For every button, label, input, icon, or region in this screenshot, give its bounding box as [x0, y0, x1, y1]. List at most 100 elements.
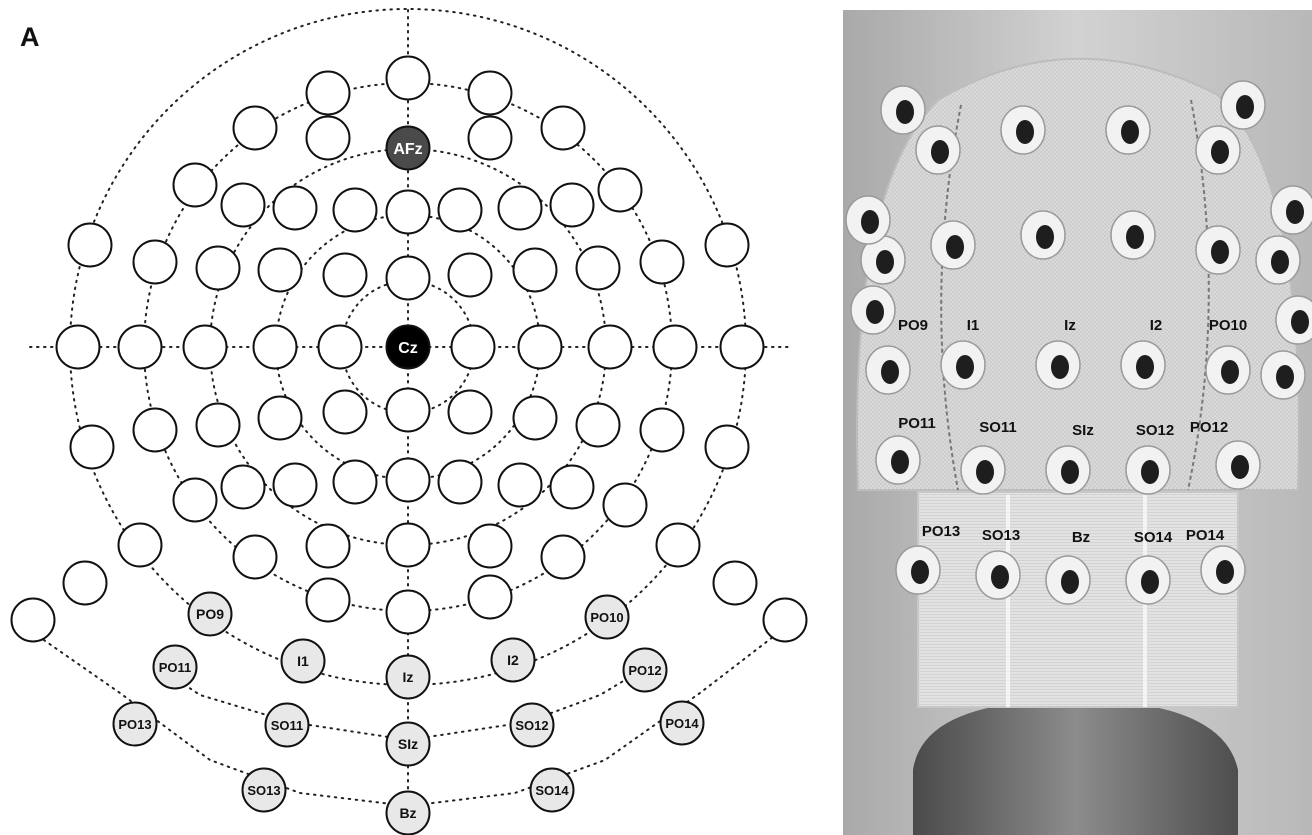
electrode-empty: [307, 525, 350, 568]
electrode-label-po12: PO12: [628, 663, 661, 678]
electrode-empty: [469, 576, 512, 619]
photo-label-iz: Iz: [1064, 317, 1076, 334]
electrode-holder-hole: [956, 355, 974, 379]
electrode-empty: [551, 466, 594, 509]
electrode-empty: [274, 464, 317, 507]
electrode-holder-hole: [861, 210, 879, 234]
electrode-holder-hole: [1061, 460, 1079, 484]
photo-label-po11: PO11: [898, 415, 936, 432]
electrode-empty: [134, 241, 177, 284]
electrode-holder-hole: [1291, 310, 1309, 334]
electrode-holder-hole: [1211, 140, 1229, 164]
electrode-label-siz: SIz: [398, 736, 418, 752]
electrode-empty: [706, 426, 749, 469]
electrode-empty: [69, 224, 112, 267]
electrode-empty: [764, 599, 807, 642]
electrode-label-so14: SO14: [535, 783, 569, 798]
electrode-empty: [307, 579, 350, 622]
electrode-empty: [577, 247, 620, 290]
electrode-empty: [599, 169, 642, 212]
electrode-empty: [334, 189, 377, 232]
electrode-empty: [71, 426, 114, 469]
electrode-empty: [439, 461, 482, 504]
electrode-empty: [714, 562, 757, 605]
electrode-empty: [469, 72, 512, 115]
electrode-empty: [657, 524, 700, 567]
electrode-label-i2: I2: [507, 652, 519, 668]
electrode-empty: [654, 326, 697, 369]
electrode-holder-hole: [946, 235, 964, 259]
electrode-holder-hole: [1236, 95, 1254, 119]
photo-label-so13: SO13: [982, 527, 1020, 544]
electrode-holder-hole: [1141, 570, 1159, 594]
electrode-label-so11: SO11: [271, 718, 304, 733]
electrode-empty: [234, 536, 277, 579]
electrode-empty: [469, 525, 512, 568]
electrode-holder-hole: [1216, 560, 1234, 584]
electrode-label-bz: Bz: [399, 805, 416, 821]
electrode-empty: [307, 117, 350, 160]
electrode-empty: [387, 257, 430, 300]
electrode-empty: [254, 326, 297, 369]
electrode-holder-hole: [896, 100, 914, 124]
electrode-empty: [387, 57, 430, 100]
electrode-empty: [387, 191, 430, 234]
electrode-empty: [706, 224, 749, 267]
electrode-empty: [542, 536, 585, 579]
photo-label-po13: PO13: [922, 523, 960, 540]
electrode-empty: [334, 461, 377, 504]
electrode-label-cz: Cz: [398, 340, 418, 357]
electrode-empty: [174, 479, 217, 522]
electrode-label-po14: PO14: [665, 716, 699, 731]
electrode-holder-hole: [891, 450, 909, 474]
photo-label-i1: I1: [967, 317, 980, 334]
electrode-label-po9: PO9: [196, 606, 224, 622]
electrode-empty: [324, 391, 367, 434]
electrode-empty: [234, 107, 277, 150]
electrode-empty: [551, 184, 594, 227]
electrode-empty: [542, 107, 585, 150]
photo-label-i2: I2: [1150, 317, 1163, 334]
photo-label-po9: PO9: [898, 317, 928, 334]
electrode-holder-hole: [991, 565, 1009, 589]
electrode-empty: [577, 404, 620, 447]
electrode-holder-hole: [876, 250, 894, 274]
electrode-holder-hole: [1211, 240, 1229, 264]
electrode-holder-hole: [1271, 250, 1289, 274]
electrode-empty: [439, 189, 482, 232]
electrode-label-iz: Iz: [403, 669, 414, 685]
electrode-empty: [134, 409, 177, 452]
electrode-empty: [119, 524, 162, 567]
electrode-empty: [452, 326, 495, 369]
electrode-layout-diagram: PO9PO10I1I2IzPO11PO12SO11SO12SIzPO13PO14…: [0, 0, 830, 835]
electrode-empty: [197, 404, 240, 447]
electrode-empty: [387, 459, 430, 502]
electrode-holder-hole: [1221, 360, 1239, 384]
electrode-empty: [174, 164, 217, 207]
electrode-empty: [274, 187, 317, 230]
electrode-label-po10: PO10: [590, 610, 623, 625]
electrode-empty: [469, 117, 512, 160]
electrode-empty: [514, 397, 557, 440]
electrode-holder-hole: [1061, 570, 1079, 594]
electrode-empty: [387, 524, 430, 567]
electrode-label-so13: SO13: [247, 783, 280, 798]
electrode-empty: [184, 326, 227, 369]
photo-label-so14: SO14: [1134, 529, 1173, 546]
electrode-empty: [449, 391, 492, 434]
photo-label-po14: PO14: [1186, 527, 1225, 544]
electrode-empty: [514, 249, 557, 292]
electrode-empty: [387, 591, 430, 634]
electrode-empty: [259, 397, 302, 440]
electrode-label-afz: AFz: [393, 141, 422, 158]
electrode-label-po11: PO11: [159, 660, 192, 675]
electrode-holder-hole: [1136, 355, 1154, 379]
electrode-empty: [259, 249, 302, 292]
electrode-holder-hole: [1141, 460, 1159, 484]
electrode-empty: [387, 389, 430, 432]
electrode-empty: [307, 72, 350, 115]
electrode-empty: [119, 326, 162, 369]
electrode-holder-hole: [1231, 455, 1249, 479]
electrode-empty: [641, 241, 684, 284]
